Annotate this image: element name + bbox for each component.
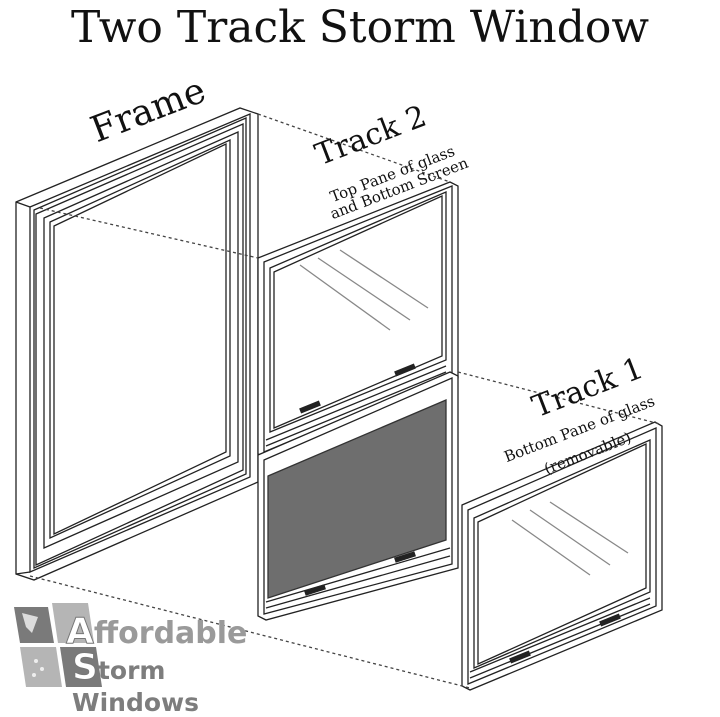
exploded-view-illustration [15, 107, 663, 691]
projection-lines [29, 113, 661, 689]
track2-screen-panel [257, 371, 459, 621]
logo-line2: Storm Windows [72, 647, 199, 717]
logo-line1: Affordable [66, 611, 248, 653]
company-logo: Affordable Storm Windows [8, 603, 298, 717]
logo-window-icon [14, 603, 102, 687]
track2-glass-panel [257, 181, 459, 459]
diagram-title: Two Track Storm Window [70, 2, 650, 53]
frame-outline [15, 107, 259, 581]
storm-window-diagram: Two Track Storm Window [8, 2, 663, 717]
track1-glass-panel [461, 421, 663, 691]
